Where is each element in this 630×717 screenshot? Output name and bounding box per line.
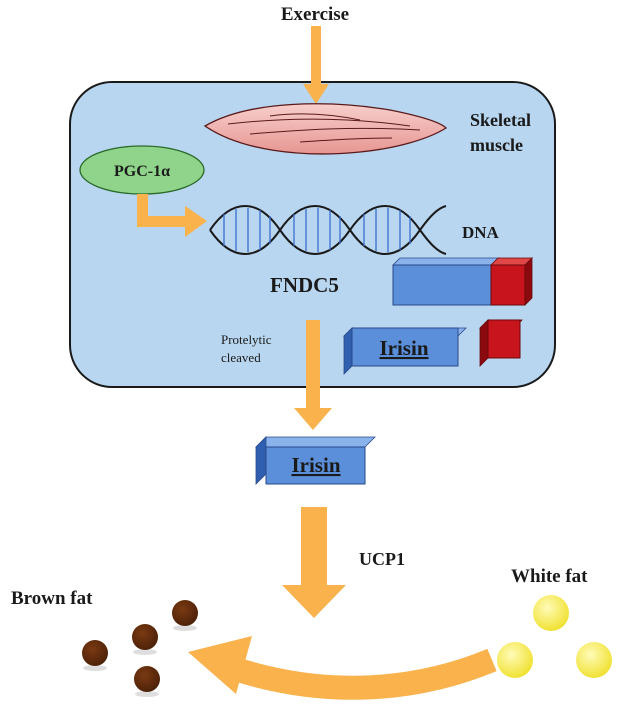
dna-label: DNA xyxy=(462,223,500,242)
fndc5-block xyxy=(392,257,533,306)
white-fat-cell xyxy=(497,642,533,678)
skeletal-muscle-label-line1: Skeletal xyxy=(470,110,531,130)
exercise-arrow xyxy=(303,26,329,104)
cleaved-red-fragment xyxy=(479,319,523,367)
white-fat-cell xyxy=(576,642,612,678)
irisin-block-in-cell xyxy=(343,327,467,375)
irisin-in-cell-label: Irisin xyxy=(379,336,428,360)
ucp1-arrow xyxy=(282,507,346,618)
white-fat-cells xyxy=(497,595,612,678)
ucp1-label: UCP1 xyxy=(359,549,405,569)
protelytic-label-line1: Protelytic xyxy=(221,332,272,347)
irisin-secreted-label: Irisin xyxy=(291,453,340,477)
brown-fat-cell xyxy=(172,600,198,626)
browning-curved-arrow xyxy=(188,636,497,700)
pgc-1a-label: PGC-1α xyxy=(114,163,170,180)
dna-helix-icon xyxy=(209,205,447,255)
white-fat-cell xyxy=(533,595,569,631)
white-fat-label: White fat xyxy=(511,566,588,587)
exercise-label: Exercise xyxy=(281,4,349,25)
skeletal-muscle-label-line2: muscle xyxy=(470,135,523,155)
irisin-block-secreted xyxy=(255,436,376,485)
brown-fat-cell xyxy=(132,624,158,650)
pgc-to-dna-arrow xyxy=(137,194,207,237)
fndc5-label: FNDC5 xyxy=(270,273,339,297)
brown-fat-cell xyxy=(82,640,108,666)
brown-fat-cells xyxy=(82,600,198,697)
muscle-icon xyxy=(203,103,448,155)
brown-fat-label: Brown fat xyxy=(11,588,93,609)
cleavage-arrow xyxy=(294,320,332,430)
protelytic-label-line2: cleaved xyxy=(221,350,261,365)
brown-fat-cell xyxy=(134,666,160,692)
